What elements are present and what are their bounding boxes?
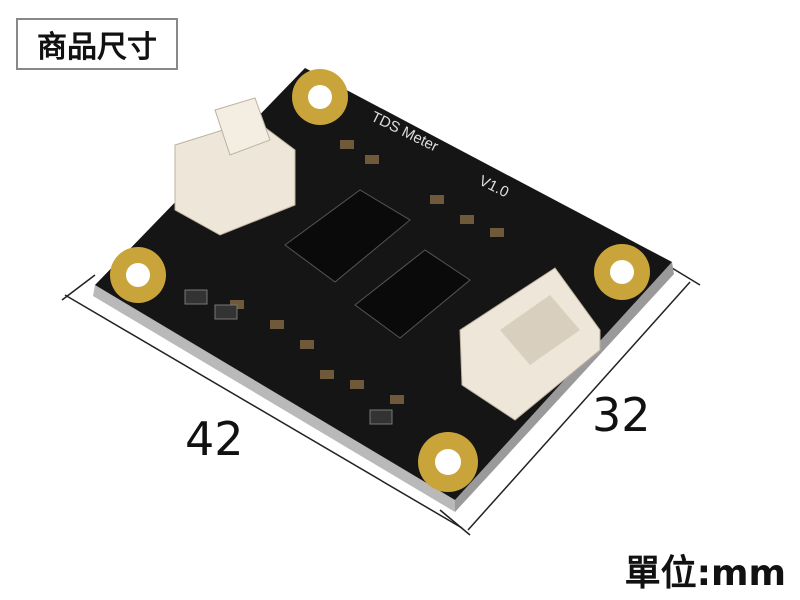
jst-connector-right [459, 267, 601, 421]
jst-connector-left [174, 97, 296, 236]
unit-label: 單位:mm [624, 553, 786, 594]
mounting-hole [292, 69, 348, 125]
length-dimension-line [64, 294, 463, 529]
width-dimension-line [467, 281, 691, 531]
ic-chip [284, 189, 411, 283]
length-dimension: 42 [185, 412, 244, 466]
title-label: 商品尺寸 [16, 18, 178, 70]
width-dimension: 32 [592, 388, 651, 442]
board-edge [93, 285, 455, 512]
mounting-hole [110, 247, 166, 303]
ic-chip [354, 249, 471, 339]
mounting-hole [418, 432, 478, 492]
mounting-hole [594, 244, 650, 300]
